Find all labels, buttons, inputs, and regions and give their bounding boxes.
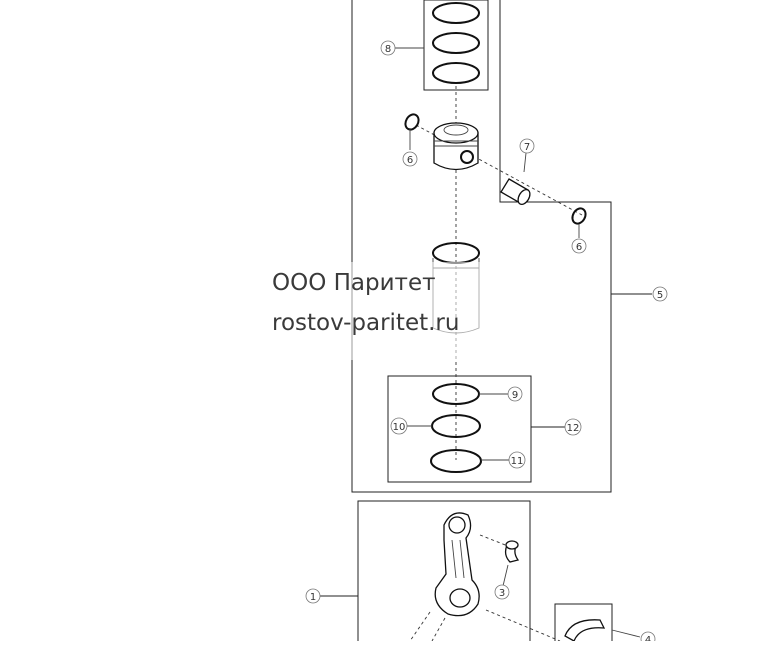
piston-ring-middle [432, 32, 480, 54]
svg-text:6: 6 [576, 242, 582, 253]
svg-text:3: 3 [499, 588, 505, 599]
callout-1: 1 [305, 588, 321, 604]
rod-axis-3 [409, 611, 431, 642]
callout-11: 11 [508, 451, 526, 469]
svg-text:7: 7 [524, 142, 530, 153]
piston-pin [500, 178, 531, 206]
piston [433, 122, 479, 171]
conrod-frame [357, 500, 531, 641]
rod-axis-4 [431, 617, 446, 642]
watermark-backdrop [252, 262, 514, 360]
callout-7: 7 [519, 138, 535, 154]
callout-9: 9 [507, 386, 523, 402]
small-end-bushing [504, 540, 520, 563]
piston-ring-bottom [432, 62, 480, 84]
ring-set-frame [423, 0, 489, 91]
callout-6-left: 6 [402, 151, 418, 167]
leader-3 [502, 564, 509, 587]
svg-text:11: 11 [511, 456, 524, 467]
svg-text:8: 8 [385, 44, 391, 55]
svg-text:4: 4 [645, 635, 651, 641]
svg-text:10: 10 [393, 422, 406, 433]
callout-8: 8 [380, 40, 396, 56]
callout-4: 4 [640, 631, 656, 645]
circlip-right [571, 207, 587, 225]
seal-ring-frame [387, 375, 532, 483]
watermark-site: rostov-paritet.ru [272, 310, 460, 336]
connecting-rod [434, 512, 480, 617]
rod-axis-2 [485, 609, 561, 642]
svg-text:1: 1 [310, 592, 316, 603]
seal-ring-11 [430, 449, 482, 473]
svg-text:5: 5 [657, 290, 663, 301]
callout-5: 5 [652, 286, 668, 302]
svg-text:9: 9 [512, 390, 518, 401]
callout-10: 10 [390, 417, 408, 435]
callout-3: 3 [494, 584, 510, 600]
piston-ring-top [432, 2, 480, 24]
big-end-bearing [564, 619, 606, 642]
watermark-company: ООО Паритет [272, 270, 436, 296]
leader-4 [611, 629, 641, 638]
circlip-left [404, 113, 420, 131]
leader-7 [523, 152, 527, 173]
bearing-frame [554, 603, 613, 641]
svg-text:12: 12 [567, 423, 580, 434]
svg-text:6: 6 [407, 155, 413, 166]
callout-12: 12 [564, 418, 582, 436]
callout-6-right: 6 [571, 238, 587, 254]
assembly-5-frame [351, 0, 612, 493]
